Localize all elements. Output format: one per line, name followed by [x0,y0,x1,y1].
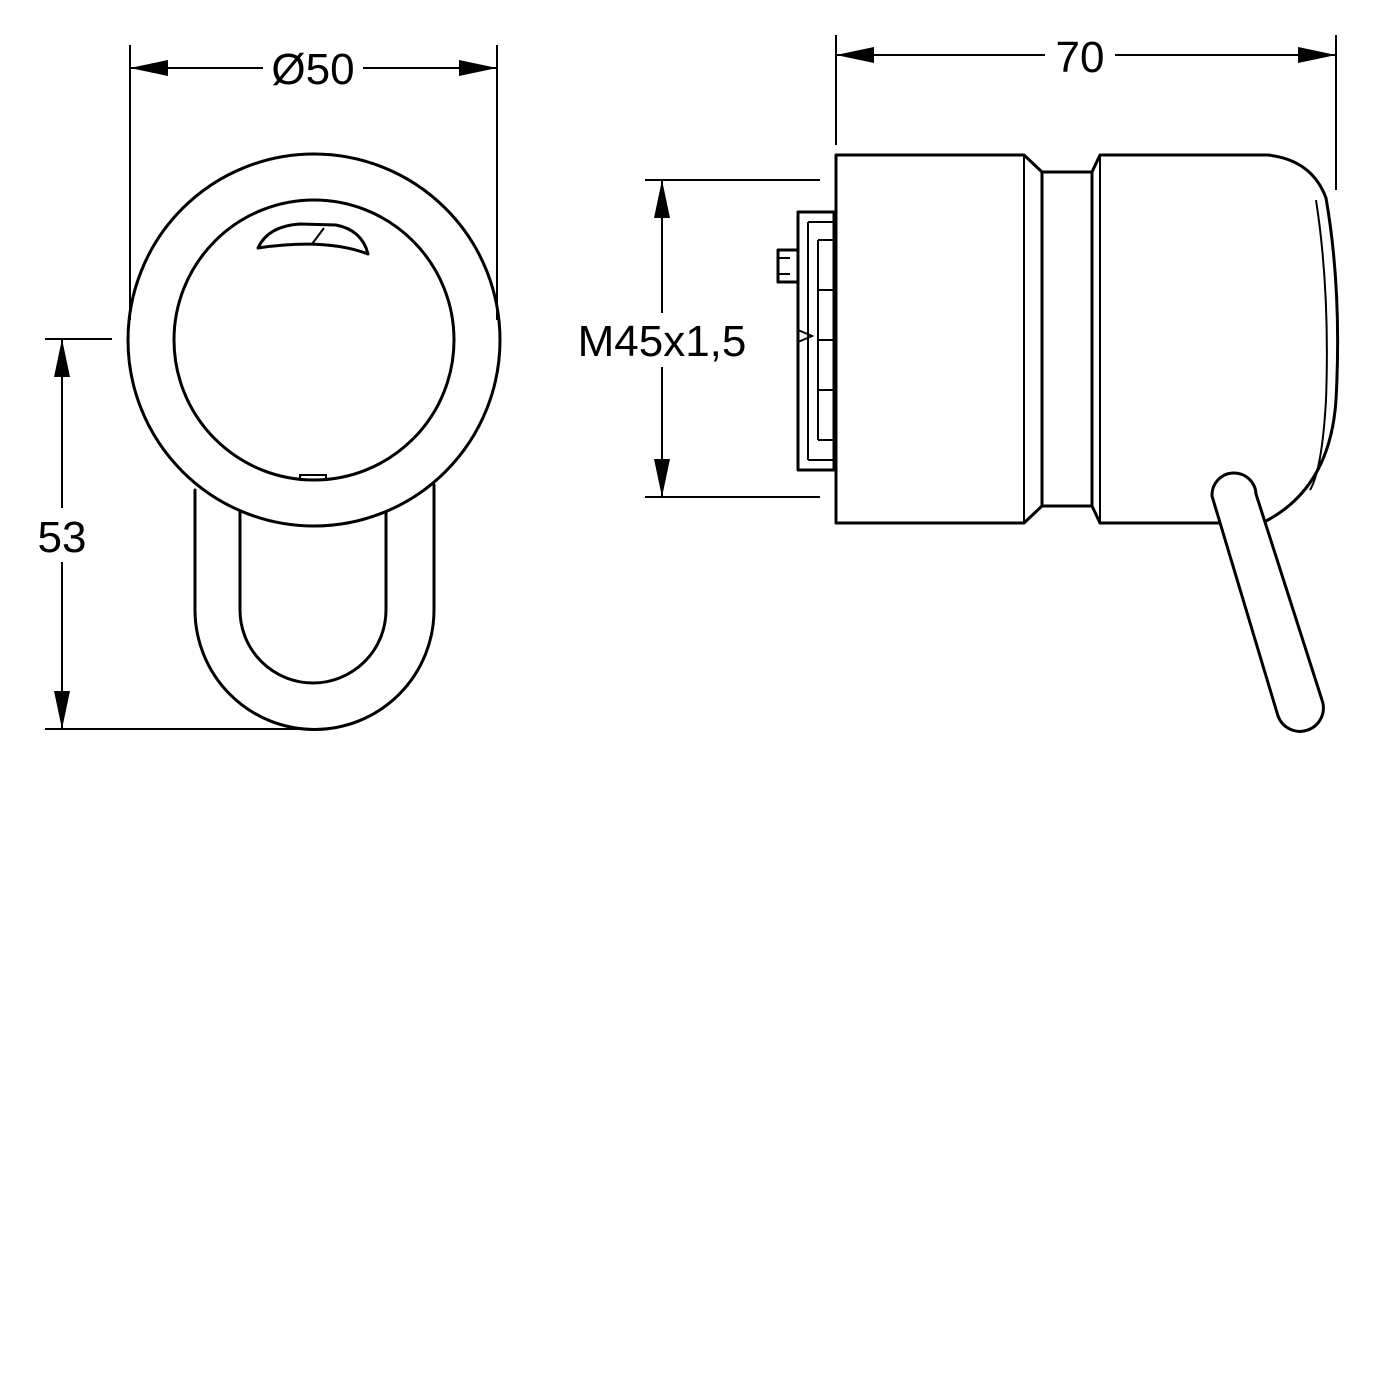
front-indicator-window [256,222,370,256]
front-inner-cap [172,198,456,482]
arrowhead [654,459,670,497]
side-body [834,153,1044,525]
arrowhead [654,180,670,218]
dimension-label-length: 70 [1056,33,1105,82]
dimension-label-height: 53 [38,513,87,562]
side-spindle [776,248,800,284]
side-thread-plate [796,210,836,472]
dimension-thread: M45x1,5 [576,179,820,498]
front-cap-notch [299,474,327,479]
dimension-label-thread: M45x1,5 [578,317,747,366]
side-thread-notch [797,329,815,343]
front-view [126,152,502,731]
arrowhead [54,339,70,377]
side-thread-detail-2 [817,239,834,441]
side-lever [1210,471,1325,733]
arrowhead [836,47,874,63]
side-handle-cap [1090,153,1340,525]
arrowhead [459,60,497,76]
dimension-height: 53 [32,338,310,730]
side-spindle-tip [778,257,790,275]
dimension-diameter: Ø50 [129,40,498,320]
side-thread-detail-1 [807,221,834,461]
front-lever-inner [238,510,388,685]
arrowhead [130,60,168,76]
dimension-length: 70 [835,28,1337,190]
arrowhead [54,691,70,729]
side-handle-face [1309,199,1328,491]
dimension-label-diameter: Ø50 [271,45,354,94]
side-view [776,153,1340,733]
arrowhead [1298,47,1336,63]
front-lever-outer [193,483,436,731]
front-indicator-mark [311,227,325,245]
side-neck [1040,170,1094,508]
